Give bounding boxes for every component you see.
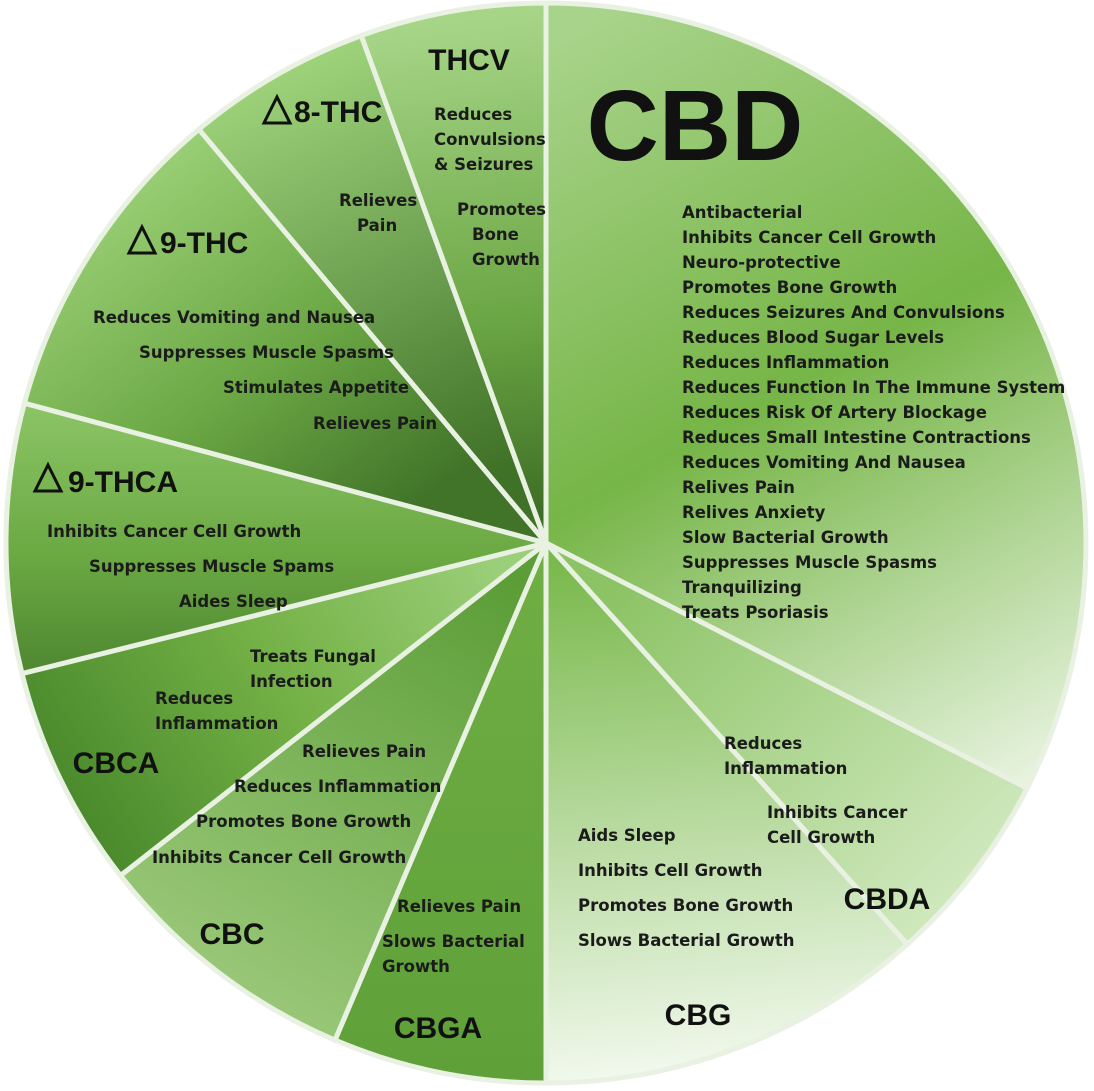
segment-title-d9-thc: 9-THC <box>160 227 248 260</box>
benefit-d9-thc-2: Stimulates Appetite <box>223 378 409 397</box>
benefit-cbga-0: Relieves Pain <box>397 897 521 916</box>
benefit-cbg-1: Inhibits Cell Growth <box>578 861 762 880</box>
benefit-thcv-0: Reduces <box>434 105 512 124</box>
wedge-cbga <box>332 540 549 1086</box>
benefit-cbca-0: Treats Fungal <box>250 647 376 666</box>
segment-title-d8-thc: 8-THC <box>294 96 382 129</box>
benefit-cbc-1: Reduces Inflammation <box>234 777 441 796</box>
benefit-d9-thc-3: Relieves Pain <box>313 414 437 433</box>
benefit-cbd-7: Reduces Function In The Immune System <box>682 378 1065 397</box>
segment-title-cbca: CBCA <box>73 747 160 780</box>
segment-title-cbg: CBG <box>665 999 732 1032</box>
benefit-d8-thc-0: Relieves <box>339 191 417 210</box>
benefit-d8-thc-1: Pain <box>357 216 397 235</box>
benefit-cbd-13: Slow Bacterial Growth <box>682 528 889 547</box>
benefit-thcv-2: & Seizures <box>434 155 534 174</box>
benefit-cbd-4: Reduces Seizures And Convulsions <box>682 303 1005 322</box>
benefit-cbd-3: Promotes Bone Growth <box>682 278 897 297</box>
benefit-thcv-5: Growth <box>472 250 540 269</box>
benefit-thcv-1: Convulsions <box>434 130 546 149</box>
segment-title-d9-thca: 9-THCA <box>68 466 178 499</box>
benefit-cbda-3: Cell Growth <box>767 828 875 847</box>
segment-title-cbd: CBD <box>587 70 804 182</box>
delta-symbol-icon <box>32 461 64 493</box>
benefit-cbda-1: Inflammation <box>724 759 847 778</box>
wedge-cbg <box>543 540 910 1086</box>
benefit-cbga-1: Slows Bacterial <box>382 932 525 951</box>
benefit-cbd-5: Reduces Blood Sugar Levels <box>682 328 944 347</box>
benefit-cbd-16: Treats Psoriasis <box>682 603 829 622</box>
benefit-cbd-12: Relives Anxiety <box>682 503 826 522</box>
segment-title-cbga: CBGA <box>394 1012 482 1045</box>
delta-symbol-icon <box>261 93 293 125</box>
wedge-cbc <box>118 540 549 1043</box>
benefit-cbda-2: Inhibits Cancer <box>767 803 908 822</box>
segment-title-cbc: CBC <box>200 918 265 951</box>
segment-title-cbda: CBDA <box>844 883 931 916</box>
wedge-thcv <box>358 0 549 546</box>
benefit-cbd-14: Suppresses Muscle Spasms <box>682 553 937 572</box>
benefit-cbca-1: Infection <box>250 672 333 691</box>
benefit-d9-thc-0: Reduces Vomiting and Nausea <box>93 308 375 327</box>
wedge-d8-thc <box>196 33 549 546</box>
benefit-cbc-0: Relieves Pain <box>302 742 426 761</box>
benefit-cbd-15: Tranquilizing <box>682 578 802 597</box>
benefit-cbd-9: Reduces Small Intestine Contractions <box>682 428 1031 447</box>
wedge-d9-thc <box>21 126 549 546</box>
wedge-cbca <box>19 540 549 878</box>
benefit-cbca-2: Reduces <box>155 689 233 708</box>
benefit-cbd-2: Neuro-protective <box>682 253 841 272</box>
benefit-cbd-6: Reduces Inflammation <box>682 353 889 372</box>
benefit-cbg-3: Slows Bacterial Growth <box>578 931 794 950</box>
benefit-cbd-8: Reduces Risk Of Artery Blockage <box>682 403 987 422</box>
pie-wedges <box>3 0 1089 1086</box>
benefit-cbd-0: Antibacterial <box>682 203 802 222</box>
benefit-d9-thca-1: Suppresses Muscle Spams <box>89 557 334 576</box>
benefit-cbd-10: Reduces Vomiting And Nausea <box>682 453 966 472</box>
segment-title-thcv: THCV <box>428 44 510 77</box>
benefit-cbd-1: Inhibits Cancer Cell Growth <box>682 228 936 247</box>
benefit-cbg-2: Promotes Bone Growth <box>578 896 793 915</box>
benefit-cbd-11: Relives Pain <box>682 478 795 497</box>
benefit-cbga-2: Growth <box>382 957 450 976</box>
wedge-cbd <box>543 0 1089 791</box>
delta-symbol-icon <box>126 223 158 255</box>
benefit-cbc-3: Inhibits Cancer Cell Growth <box>152 848 406 867</box>
benefit-cbca-3: Inflammation <box>155 714 278 733</box>
benefit-d9-thca-2: Aides Sleep <box>179 592 288 611</box>
wedge-cbda <box>543 540 1030 947</box>
benefit-cbg-0: Aids Sleep <box>578 826 676 845</box>
benefit-d9-thca-0: Inhibits Cancer Cell Growth <box>47 522 301 541</box>
benefit-d9-thc-1: Suppresses Muscle Spasms <box>139 343 394 362</box>
benefit-cbda-0: Reduces <box>724 734 802 753</box>
benefit-thcv-3: Promotes <box>457 200 546 219</box>
benefit-thcv-4: Bone <box>472 225 519 244</box>
wedge-d9-thca <box>3 400 549 677</box>
benefit-cbc-2: Promotes Bone Growth <box>196 812 411 831</box>
